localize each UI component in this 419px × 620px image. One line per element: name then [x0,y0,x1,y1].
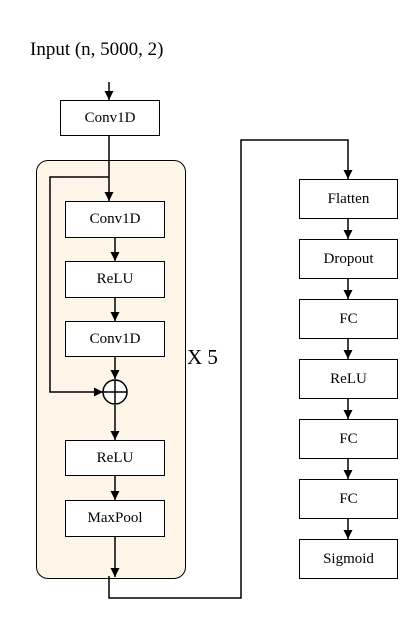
relu-block-2: ReLU [65,440,165,476]
maxpool-block: MaxPool [65,500,165,537]
sigmoid-block: Sigmoid [299,539,398,579]
conv1d-block-1: Conv1D [65,201,165,238]
residual-add-node [102,379,128,405]
fc-block-3: FC [299,479,398,519]
relu-block-1: ReLU [65,261,165,298]
fc-block-1: FC [299,299,398,339]
repeat-count-label: X 5 [187,345,218,369]
conv1d-block-2: Conv1D [65,321,165,357]
fc-block-2: FC [299,419,398,459]
flatten-block: Flatten [299,179,398,219]
route-to-head-line [108,139,353,599]
skip-connection-line [49,176,109,397]
dropout-block: Dropout [299,239,398,279]
input-label: Input (n, 5000, 2) [30,39,164,60]
relu-head-block: ReLU [299,359,398,399]
conv1d-top-block: Conv1D [60,100,160,136]
